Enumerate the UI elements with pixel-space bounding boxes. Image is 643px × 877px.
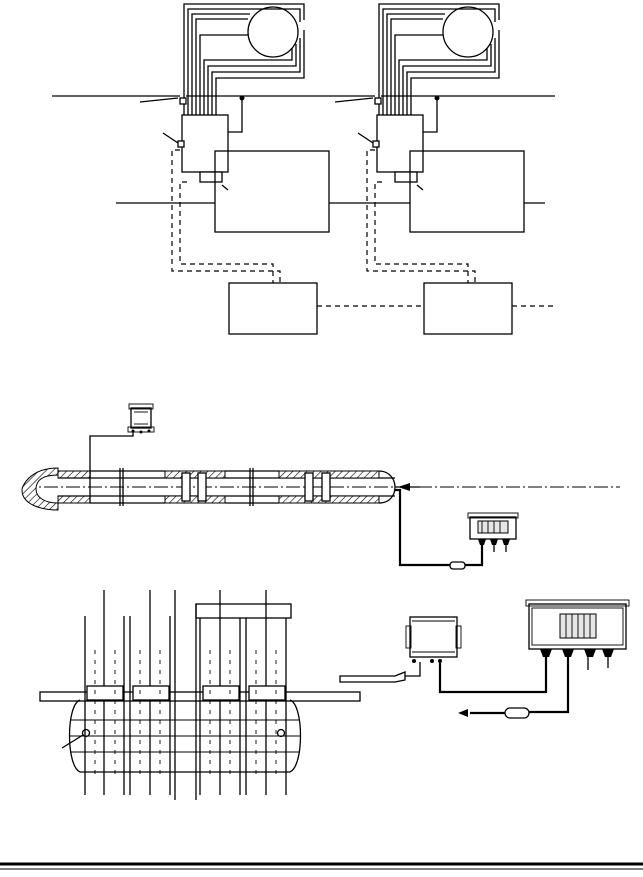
connector-block-1 [199, 171, 223, 183]
flow-arrow [398, 483, 410, 491]
riser-group-2 [195, 590, 287, 800]
cable-gland-splice [449, 561, 466, 570]
control-panel-2 [423, 282, 513, 335]
middle-pipe-heat-trace [21, 403, 620, 570]
tank-right-cap [289, 699, 302, 773]
control-panel-1 [228, 282, 318, 335]
cable-end [458, 709, 468, 717]
cable-to-box [465, 538, 484, 567]
riser-group-1 [84, 590, 176, 800]
bottom-right-junction-boxes [339, 599, 630, 719]
sensor-probe [339, 671, 406, 683]
top-control-schematic [52, 3, 555, 335]
pipe-elbow [21, 467, 59, 511]
inline-splice [504, 707, 530, 719]
junction-dot-1 [239, 95, 245, 101]
bus-lines [52, 95, 555, 307]
leader-line-2a [334, 97, 374, 103]
tank-left-cap [68, 699, 81, 773]
leader-line-2c [416, 184, 424, 191]
leader-line-1b [162, 132, 179, 144]
bottom-tank-heat-trace [39, 590, 361, 800]
leader-line-1a [139, 97, 179, 103]
leader-line-1c [221, 184, 229, 191]
power-cable [395, 488, 450, 567]
tank-nozzle-right [276, 728, 286, 738]
heater-box-2 [409, 150, 525, 233]
aux-port-1 [177, 140, 185, 148]
connector-block-2 [394, 171, 418, 183]
lead-wire [89, 432, 134, 478]
sensor-port-1 [179, 97, 187, 105]
sensor-port-2 [374, 97, 382, 105]
small-junction-box [405, 616, 462, 663]
interconnect-cable [438, 657, 548, 694]
footer-rule [0, 862, 643, 870]
wire-bundle-1 [183, 3, 305, 115]
controller-box-1 [181, 114, 229, 173]
motor-circle-2 [442, 6, 494, 58]
motor-circle-1 [247, 6, 299, 58]
pipe-junction-box [127, 403, 155, 434]
pipe-power-box [467, 512, 519, 552]
schematic-unit-2 [334, 3, 525, 335]
tank-nozzle-left [81, 728, 91, 738]
tank-leader-line [61, 734, 84, 749]
controller-box-2 [376, 114, 424, 173]
heater-box-1 [214, 150, 330, 233]
wire-bundle-2 [378, 3, 500, 115]
aux-port-2 [372, 140, 380, 148]
insulated-pipe [21, 467, 620, 511]
leader-line-2b [357, 132, 374, 144]
large-power-box [525, 599, 630, 670]
feed-cable [528, 657, 570, 714]
flange-strip [195, 603, 292, 619]
junction-dot-2 [434, 95, 440, 101]
schematic-unit-1 [139, 3, 330, 335]
